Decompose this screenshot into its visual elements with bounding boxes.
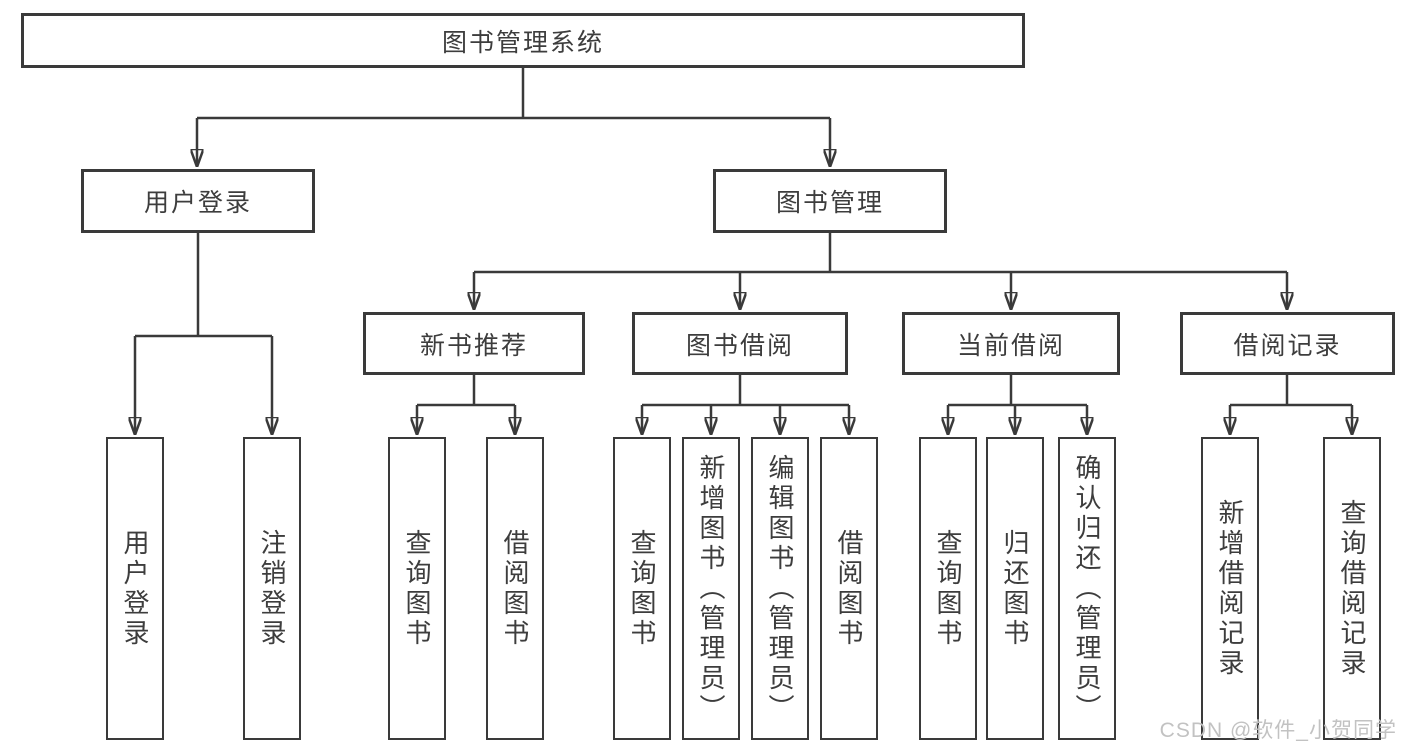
node-borrowing-records: 借阅记录 <box>1180 312 1395 375</box>
node-book-management: 图书管理 <box>713 169 947 233</box>
leaf-borrowing-borrow-books-label: 借阅图书 <box>834 528 864 649</box>
leaf-user-login-label: 用户登录 <box>120 528 150 649</box>
leaf-logout: 注销登录 <box>243 437 301 740</box>
leaf-records-add-record-label: 新增借阅记录 <box>1215 498 1245 679</box>
leaf-borrowing-edit-books-admin: 编辑图书（管理员） <box>751 437 809 740</box>
leaf-logout-label: 注销登录 <box>257 528 287 649</box>
leaf-newbooks-query-books: 查询图书 <box>388 437 446 740</box>
leaf-records-add-record: 新增借阅记录 <box>1201 437 1259 740</box>
node-library-system: 图书管理系统 <box>21 13 1025 68</box>
leaf-borrowing-add-books-admin-label: 新增图书（管理员） <box>696 453 726 724</box>
node-book-borrowing: 图书借阅 <box>632 312 848 375</box>
leaf-borrowing-edit-books-admin-label: 编辑图书（管理员） <box>765 453 795 724</box>
leaf-current-return-books-label: 归还图书 <box>1000 528 1030 649</box>
leaf-records-query-record: 查询借阅记录 <box>1323 437 1381 740</box>
leaf-current-query-books-label: 查询图书 <box>933 528 963 649</box>
leaf-user-login: 用户登录 <box>106 437 164 740</box>
leaf-current-query-books: 查询图书 <box>919 437 977 740</box>
leaf-current-return-books: 归还图书 <box>986 437 1044 740</box>
leaf-records-query-record-label: 查询借阅记录 <box>1337 498 1367 679</box>
leaf-newbooks-borrow-books: 借阅图书 <box>486 437 544 740</box>
leaf-borrowing-add-books-admin: 新增图书（管理员） <box>682 437 740 740</box>
csdn-watermark: CSDN @软件_小贺同学 <box>1159 719 1397 742</box>
leaf-current-confirm-return-admin-label: 确认归还（管理员） <box>1072 453 1102 724</box>
leaf-newbooks-query-books-label: 查询图书 <box>402 528 432 649</box>
leaf-borrowing-borrow-books: 借阅图书 <box>820 437 878 740</box>
node-current-borrowing: 当前借阅 <box>902 312 1120 375</box>
leaf-borrowing-query-books: 查询图书 <box>613 437 671 740</box>
leaf-newbooks-borrow-books-label: 借阅图书 <box>500 528 530 649</box>
node-user-login: 用户登录 <box>81 169 315 233</box>
leaf-borrowing-query-books-label: 查询图书 <box>627 528 657 649</box>
node-new-book-recommendation: 新书推荐 <box>363 312 585 375</box>
leaf-current-confirm-return-admin: 确认归还（管理员） <box>1058 437 1116 740</box>
